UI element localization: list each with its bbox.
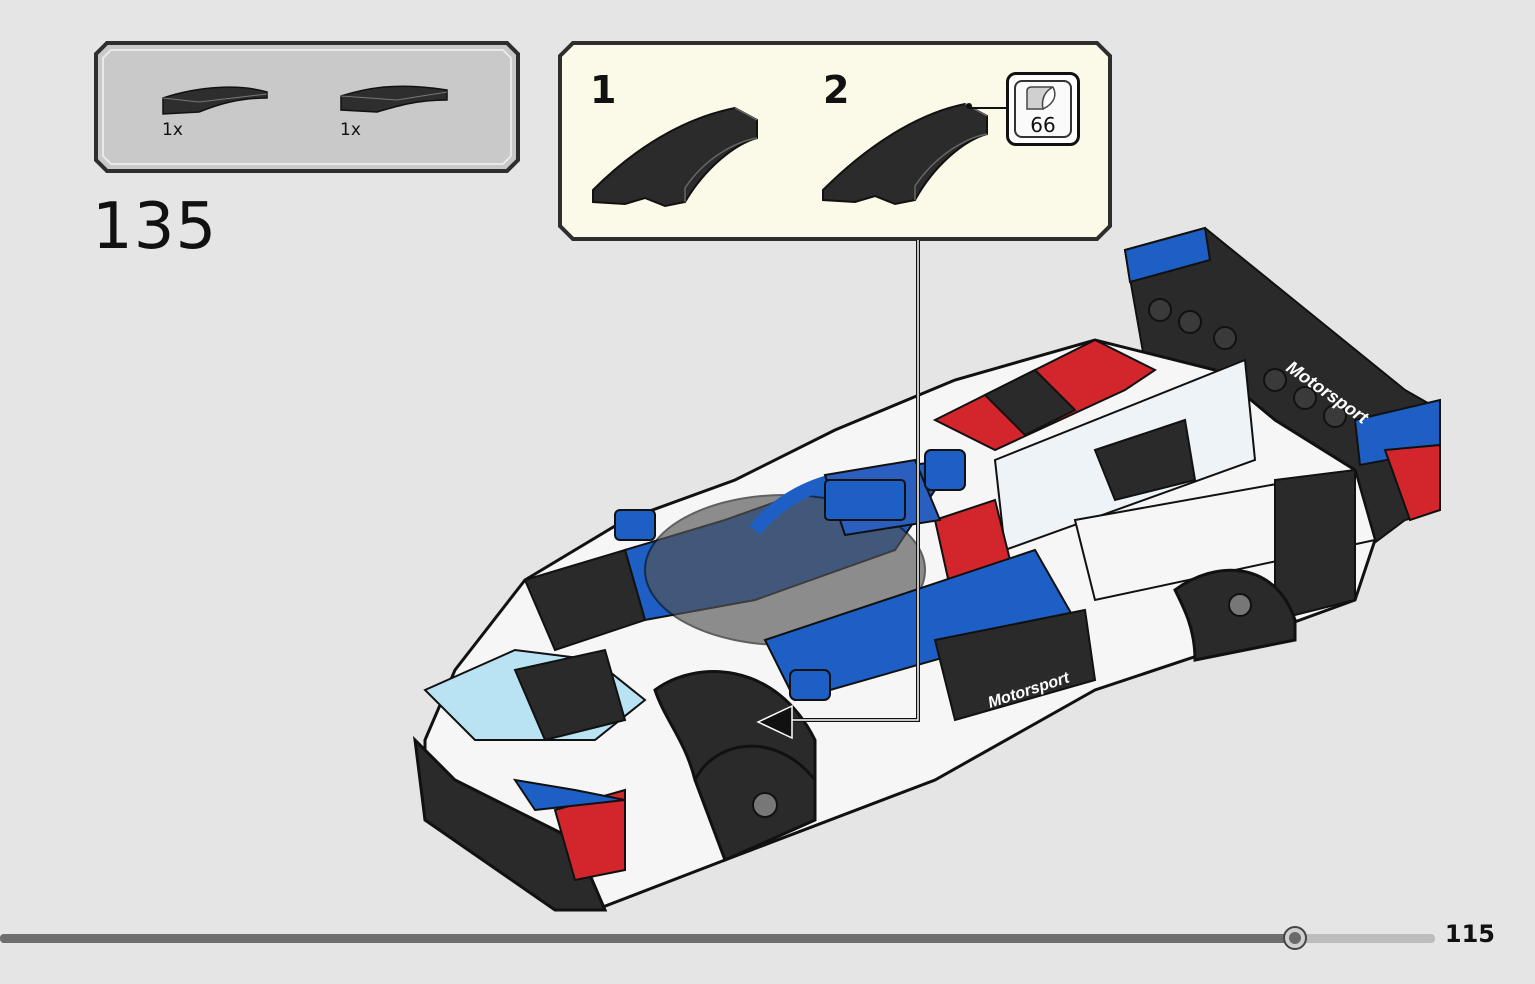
race-car-model: Motorsport Motorsport [412, 226, 1441, 912]
sticker-pointer-line [971, 107, 1009, 109]
sticker-icon [1026, 86, 1056, 110]
part-quantity: 1x [340, 120, 361, 140]
substep-number: 1 [590, 68, 617, 112]
progress-fill [0, 934, 1295, 943]
parts-list-frame [94, 41, 520, 173]
rear-wing: Motorsport [1123, 226, 1441, 562]
substep-number: 2 [823, 68, 850, 112]
top-studs [614, 449, 966, 701]
progress-knob [1283, 926, 1307, 950]
substep-callout: 1 2 66 [557, 40, 1113, 242]
parts-list-panel: 1x 1x [93, 40, 521, 174]
curved-slope-brick-icon [340, 85, 448, 113]
curved-slope-brick-icon [592, 106, 758, 208]
page-number: 115 [1444, 920, 1495, 948]
callout-frame [558, 41, 1112, 241]
sticker-number: 66 [1030, 113, 1056, 137]
car-body: Motorsport [423, 338, 1377, 912]
progress-track [0, 934, 1435, 943]
curved-slope-brick-icon [162, 86, 268, 115]
part-quantity: 1x [162, 120, 183, 140]
sticker-badge: 66 [1006, 72, 1080, 146]
step-number: 135 [92, 190, 218, 264]
curved-slope-brick-icon [822, 102, 988, 206]
